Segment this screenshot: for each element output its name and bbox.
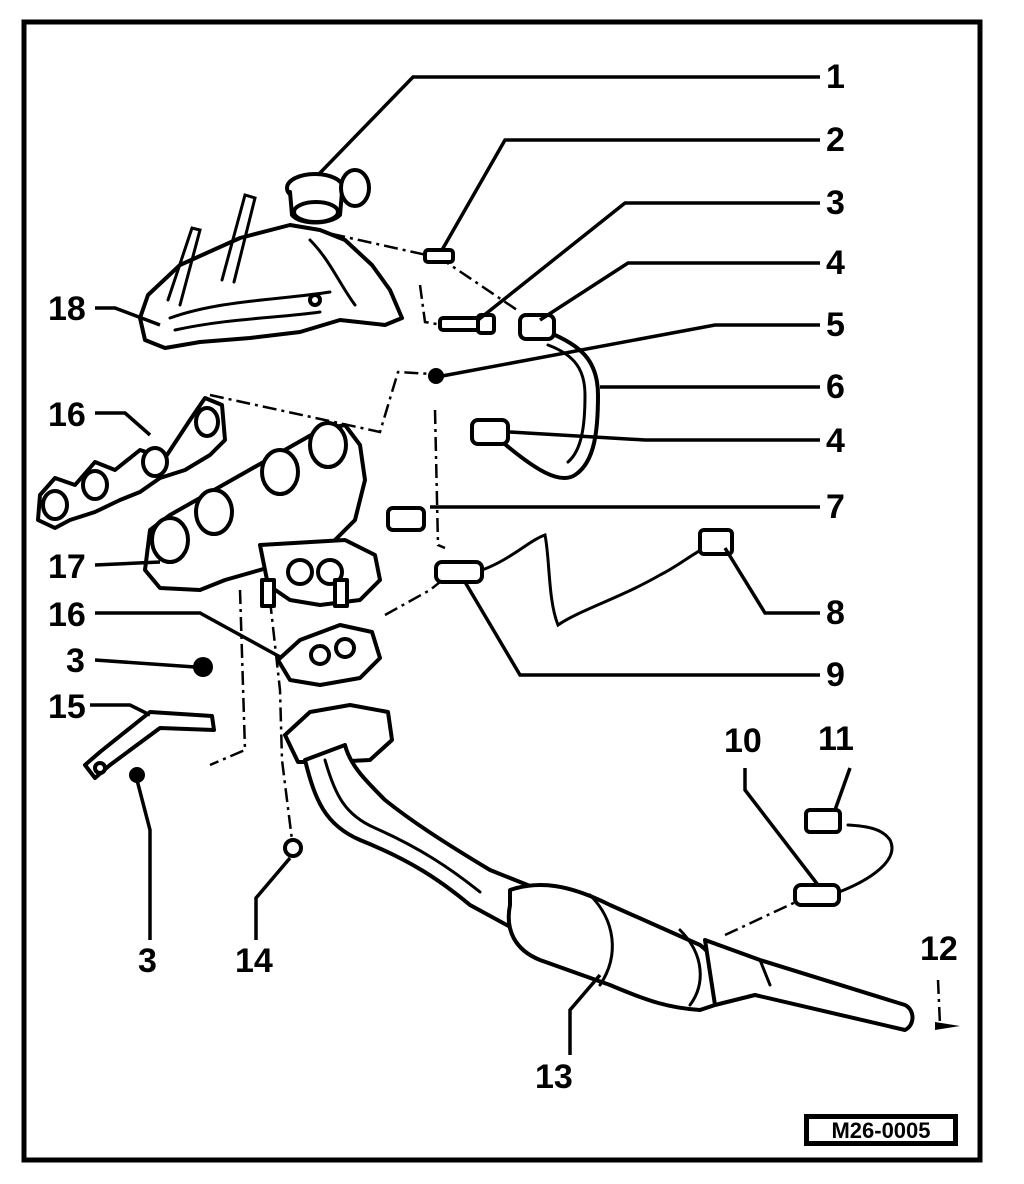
callout-17: 17 [48, 548, 86, 586]
callout-labels: 1 2 3 4 5 6 4 7 8 9 10 11 12 13 14 3 15 … [48, 58, 958, 1096]
bolt-part [438, 313, 496, 335]
nut-part [428, 368, 444, 384]
callout-9: 9 [826, 656, 845, 694]
callout-6: 6 [826, 368, 845, 406]
front-pipe-catalytic-converter-part [283, 703, 915, 1032]
callout-3-middle: 3 [66, 642, 85, 680]
reference-code-box: M26-0005 [804, 1114, 958, 1146]
callout-2: 2 [826, 121, 845, 159]
exhaust-clamp-part [285, 168, 371, 225]
callout-5: 5 [826, 306, 845, 344]
stud-part [423, 248, 455, 264]
heat-shield-part [138, 193, 404, 350]
nut-part [193, 657, 213, 677]
callout-16-lower: 16 [48, 596, 86, 634]
callout-4-lower: 4 [826, 422, 845, 460]
callout-8: 8 [826, 594, 845, 632]
manifold-gasket-part [36, 396, 227, 530]
leader-lines [90, 75, 852, 1055]
callout-15: 15 [48, 688, 86, 726]
exhaust-manifold-part [143, 421, 382, 608]
direction-arrow [935, 1022, 960, 1030]
plug-part [386, 506, 426, 532]
callout-13: 13 [535, 1058, 573, 1096]
callout-4: 4 [826, 244, 845, 282]
callout-12: 12 [920, 930, 958, 968]
callout-16-upper: 16 [48, 396, 86, 434]
callout-3: 3 [826, 184, 845, 222]
connecting-pipe-part [470, 313, 600, 481]
nut-part [283, 838, 303, 858]
callout-3-bottom: 3 [138, 942, 157, 980]
flange-gasket-part [276, 623, 382, 687]
callout-14: 14 [235, 942, 273, 980]
callout-18: 18 [48, 290, 86, 328]
callout-11: 11 [818, 720, 854, 758]
nut-part [129, 767, 145, 783]
callout-10: 10 [724, 722, 762, 760]
bracket-part [83, 710, 216, 780]
callout-1: 1 [826, 58, 845, 96]
lambda-probe-part [434, 528, 734, 628]
callout-7: 7 [826, 488, 845, 526]
reference-code: M26-0005 [831, 1118, 930, 1143]
